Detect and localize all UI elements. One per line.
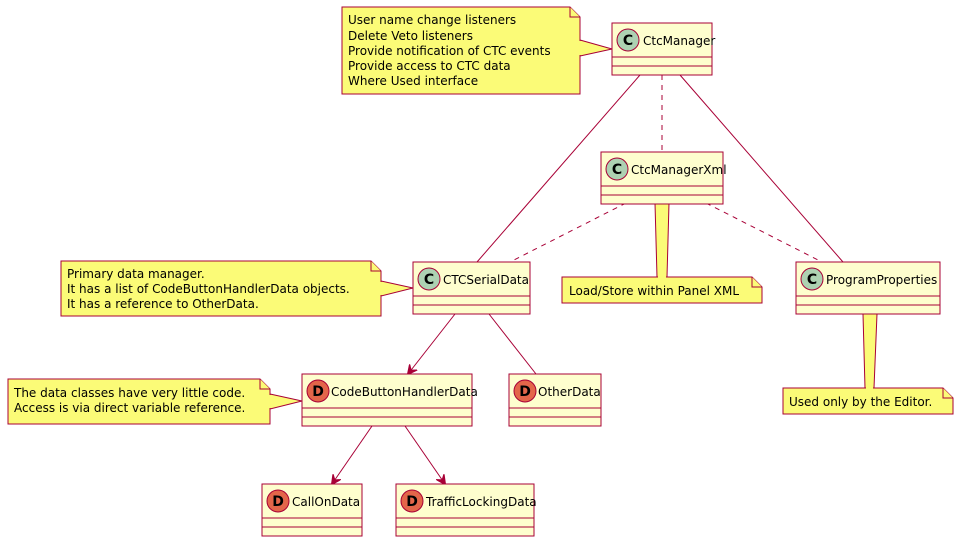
class-badge-letter: D	[519, 384, 531, 400]
note-xml: Load/Store within Panel XML	[561, 202, 763, 304]
link-serialdata-otherdata	[488, 313, 537, 375]
note-line: The data classes have very little code.	[13, 386, 245, 400]
class-ctc-serial-data[interactable]: C CTCSerialData	[412, 261, 531, 315]
class-other-data[interactable]: D OtherData	[508, 373, 602, 427]
link-serialdata-codebutton	[408, 313, 456, 374]
class-name: CallOnData	[292, 495, 360, 509]
class-code-button-handler-data[interactable]: D CodeButtonHandlerData	[301, 373, 478, 427]
class-traffic-locking-data[interactable]: D TrafficLockingData	[395, 483, 537, 537]
note-line: User name change listeners	[348, 13, 516, 27]
data-badge-icon	[513, 379, 537, 403]
note-line: Provide notification of CTC events	[348, 44, 551, 58]
class-badge-icon	[800, 267, 824, 291]
class-call-on-data[interactable]: D CallOnData	[261, 483, 363, 537]
note-serial-data: Primary data manager. It has a list of C…	[60, 260, 414, 317]
class-name: CtcManagerXml	[631, 163, 727, 177]
note-line: Load/Store within Panel XML	[569, 284, 739, 298]
data-badge-icon	[400, 489, 424, 513]
class-ctc-manager-xml[interactable]: C CtcManagerXml	[600, 151, 727, 205]
class-badge-icon	[616, 28, 640, 52]
note-line: It has a list of CodeButtonHandlerData o…	[67, 282, 350, 296]
link-codebutton-trafficlocking	[404, 425, 445, 484]
note-line: Provide access to CTC data	[348, 59, 511, 73]
class-name: ProgramProperties	[826, 273, 937, 287]
data-badge-icon	[266, 489, 290, 513]
link-codebutton-callon	[332, 425, 373, 484]
class-name: CTCSerialData	[443, 273, 529, 287]
note-line: Primary data manager.	[67, 267, 205, 281]
data-badge-icon	[306, 379, 330, 403]
note-line: It has a reference to OtherData.	[67, 297, 259, 311]
link-manager-properties	[679, 74, 844, 263]
note-data-classes: The data classes have very little code. …	[7, 378, 303, 425]
class-badge-letter: D	[406, 494, 418, 510]
class-badge-icon	[605, 157, 629, 181]
class-badge-letter: D	[312, 384, 324, 400]
class-name: OtherData	[538, 385, 601, 399]
class-badge-letter: D	[272, 494, 284, 510]
class-badge-icon	[417, 267, 441, 291]
class-badge-letter: C	[807, 272, 817, 288]
note-line: Delete Veto listeners	[348, 29, 473, 43]
note-properties: Used only by the Editor.	[782, 313, 954, 415]
link-xml-properties	[705, 202, 823, 263]
class-badge-letter: C	[612, 162, 622, 178]
connectors	[332, 74, 844, 484]
class-badge-letter: C	[424, 272, 434, 288]
class-name: CtcManager	[643, 34, 715, 48]
link-manager-serialdata	[476, 74, 641, 263]
class-badge-letter: C	[623, 33, 633, 49]
class-program-properties[interactable]: C ProgramProperties	[795, 261, 941, 315]
note-line: Access is via direct variable reference.	[14, 401, 245, 415]
note-ctc-manager: User name change listeners Delete Veto l…	[341, 6, 613, 95]
class-ctc-manager[interactable]: C CtcManager	[611, 22, 715, 76]
class-name: TrafficLockingData	[425, 495, 537, 509]
link-xml-serialdata	[509, 202, 627, 263]
note-line: Used only by the Editor.	[789, 395, 932, 409]
class-name: CodeButtonHandlerData	[331, 385, 478, 399]
note-line: Where Used interface	[348, 74, 478, 88]
